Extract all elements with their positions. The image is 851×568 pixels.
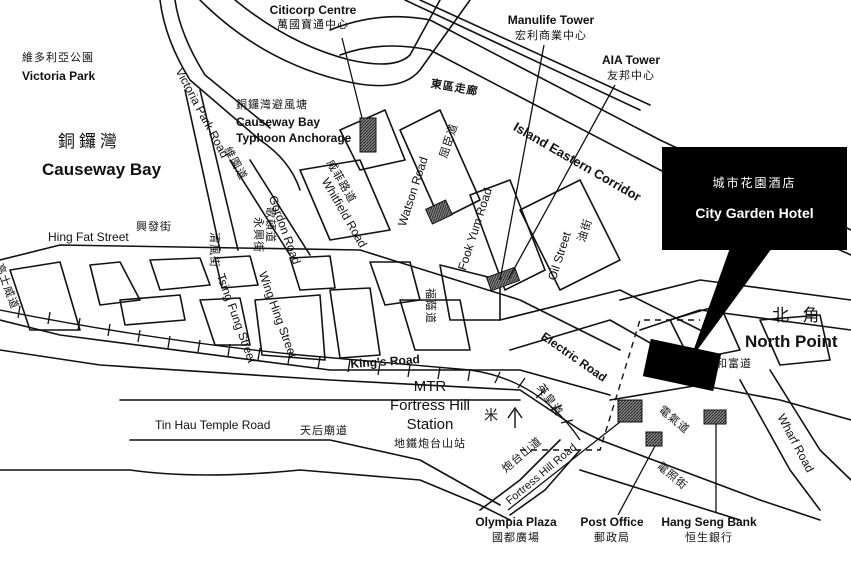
hotel-label-box[interactable]: 城市花園酒店 City Garden Hotel [662,147,847,250]
mtr-line [0,309,581,441]
typhoon-shelter-curve-2 [234,0,441,65]
causeway-bay-label-cjk: 銅鑼灣 [58,132,121,152]
corridor-top-road-2 [419,0,651,106]
typhoon-label-cjk: 銅鑼灣避風塘 [236,98,308,111]
mtr-label-1: MTR [413,378,447,395]
tin-hau-road-lower [129,439,501,506]
olympia-building [617,399,643,423]
victoria-park-label-cjk: 維多利亞公園 [22,51,94,64]
manulife-label-en: Manulife Tower [507,13,595,27]
north-point-label-en: North Point [745,332,838,351]
hang-seng-label-cjk: 恒生銀行 [685,531,733,544]
aia-building [485,266,521,292]
causeway-bay-label-en: Causeway Bay [42,160,162,179]
block-9 [329,287,381,359]
kings-road-lower [0,349,601,441]
corridor-top-road [404,0,641,111]
hotel-pointer [690,248,772,360]
citicorp-block [339,109,406,171]
wing-hing-street-label-cjk: 永興街 [252,217,265,253]
tsing-fung-street-label-cjk: 清風街 [208,232,221,268]
gordon-road-line-2 [249,159,311,256]
whitfield-block [299,159,391,241]
post-office-label-en: Post Office [580,515,644,529]
bottom-right-road [599,439,821,521]
gordon-road-label-cjk: 歌頓道 [264,207,277,243]
typhoon-label-en-1: Causeway Bay [236,115,321,129]
block-1 [9,261,81,331]
post-office-label-cjk: 郵政局 [594,531,630,544]
block-8 [289,255,336,291]
oil-street-block [519,179,621,291]
block-6 [214,255,259,289]
wo-fung-street-label-cjk: 和富道 [716,357,752,370]
north-point-road [639,309,851,331]
block-10 [369,261,421,306]
leader-lines [341,37,717,516]
hing-fat-street-label-cjk: 興發街 [136,220,172,233]
corridor-lower-edge [339,45,661,171]
main-road-lower [0,319,611,396]
aia-label-cjk: 友邦中心 [607,69,655,82]
manulife-label-cjk: 宏利商業中心 [515,29,587,42]
hang-seng-building [703,409,727,425]
aia-label-en: AIA Tower [601,53,660,67]
post-office-building [645,431,663,447]
victoria-park-road-line-2 [199,89,239,251]
mtr-line-ticks [17,305,574,424]
corridor-upper-edge [329,15,661,141]
mtr-label-2: Fortress Hill [389,397,470,414]
watson-block [399,109,481,221]
hang-seng-label-en: Hang Seng Bank [661,515,757,529]
block-4 [149,257,211,291]
block-7 [254,294,326,361]
bottom-edge-road [0,469,511,521]
manulife-building [424,199,454,225]
hotel-name-cjk: 城市花園酒店 [712,176,797,190]
block-2 [89,261,141,306]
fortress-hill-road-left [479,439,561,511]
tin-hau-temple-road-label: Tin Hau Temple Road [155,418,271,432]
hotel-name-en: City Garden Hotel [695,205,814,221]
hotel-building [642,338,722,392]
citicorp-building [359,117,377,153]
citicorp-label-en: Citicorp Centre [269,3,357,17]
victoria-park-boundary [159,0,301,191]
wharf-road-left [739,379,821,511]
north-point-block-b [759,314,831,366]
block-11 [399,299,471,351]
north-point-lower [609,384,851,421]
gordon-road-line [229,159,291,256]
block-12 [439,264,501,321]
fook-yum-block [469,179,546,291]
north-point-upper [619,279,851,301]
main-road-upper [0,244,621,351]
tin-hau-temple-road-label-cjk: 天后廟道 [300,424,348,437]
block-5 [199,297,251,346]
wharf-road-right [769,369,851,481]
olympia-label-en: Olympia Plaza [475,515,557,529]
hing-fat-street-label: Hing Fat Street [48,230,129,244]
pedestrian-route [520,319,700,451]
victoria-park-road-line [184,89,221,251]
block-3 [119,294,186,326]
north-point-label-cjk: 北 角 [772,306,824,326]
olympia-label-cjk: 國都廣場 [492,531,540,544]
mtr-symbol-icon: 米 [484,408,499,424]
electric-road-upper [499,289,701,331]
mtr-label-3: Station [406,416,454,433]
typhoon-label-en-2: Typhoon Anchorage [236,131,352,145]
fortress-hill-side-label-cjk: 福蔭道 [424,288,437,324]
mtr-label-cjk: 地鐵炮台山站 [394,437,466,450]
citicorp-label-cjk: 萬國寶通中心 [277,18,349,31]
victoria-park-boundary-2 [174,0,271,129]
walk-arrow [507,406,523,428]
victoria-park-label-en: Victoria Park [22,69,96,83]
bottom-right-road-2 [579,469,741,521]
typhoon-shelter-curve [199,0,471,87]
